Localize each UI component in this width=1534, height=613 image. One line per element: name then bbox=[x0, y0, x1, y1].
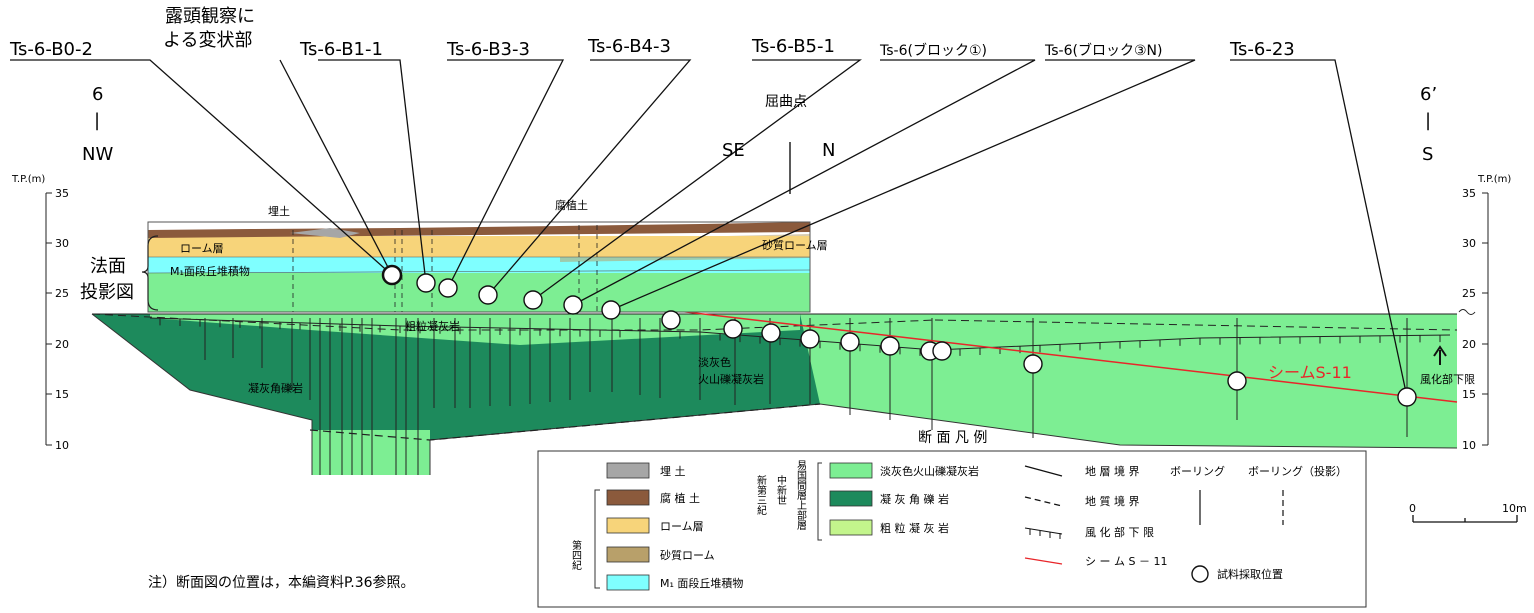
legend-m1: M₁ 面段丘堆積物 bbox=[660, 576, 743, 590]
label-coarse-tuff: 粗粒凝灰岩 bbox=[405, 319, 460, 333]
label-humus: 腐植土 bbox=[555, 198, 588, 212]
legend-light-tuff: 淡灰色火山礫凝灰岩 bbox=[880, 464, 979, 478]
legend-title: 断 面 凡 例 bbox=[918, 430, 987, 446]
slope-loam-layer bbox=[148, 236, 810, 257]
section-right-bar: | bbox=[1425, 110, 1431, 131]
legend-formation: 易国間層上部層 bbox=[795, 460, 807, 530]
scale-bar bbox=[1412, 515, 1518, 523]
bend-n-label: N bbox=[822, 140, 835, 161]
bend-point-label: 屈曲点 bbox=[765, 94, 807, 110]
slope-title-2: 投影図 bbox=[80, 282, 134, 303]
tp-unit-left: T.P.(m) bbox=[11, 174, 45, 185]
slope-humus-layer bbox=[148, 222, 810, 238]
label-weathering: 風化部下限 bbox=[1420, 372, 1475, 386]
outcrop-label-1: 露頭観察に bbox=[165, 6, 255, 27]
legend-swatches bbox=[606, 462, 873, 591]
legend-fill: 埋 土 bbox=[660, 465, 686, 478]
legend-seam: シ ー ム S － 11 bbox=[1085, 555, 1167, 568]
legend-loam: ローム層 bbox=[660, 520, 704, 533]
section-left-bar: | bbox=[94, 110, 100, 131]
tick-left-10: 10 bbox=[55, 439, 69, 452]
section-right-number: 6’ bbox=[1420, 84, 1437, 105]
legend-coarse-tuff: 粗 粒 凝 灰 岩 bbox=[880, 521, 949, 535]
sample-label-b0-2: Ts-6-B0-2 bbox=[9, 39, 93, 60]
legend-sample-position: 試料採取位置 bbox=[1217, 567, 1283, 581]
section-left-direction: NW bbox=[82, 144, 113, 165]
legend-humus: 腐 植 土 bbox=[660, 491, 700, 505]
sample-label-block3n: Ts-6(ブロック③N) bbox=[1044, 42, 1162, 59]
position-note: 注）断面図の位置は，本編資料P.36参照。 bbox=[148, 574, 415, 591]
legend-miocene: 中新世 bbox=[775, 474, 787, 505]
tick-left-25: 25 bbox=[55, 287, 69, 300]
sample-label-23: Ts-6-23 bbox=[1229, 39, 1295, 60]
label-fill: 埋土 bbox=[268, 205, 290, 218]
tick-left-20: 20 bbox=[55, 338, 69, 351]
tuff-breccia-body bbox=[92, 314, 820, 475]
tick-right-35: 35 bbox=[1462, 187, 1476, 200]
sample-label-b4-3: Ts-6-B4-3 bbox=[587, 36, 671, 57]
section-left-number: 6 bbox=[92, 84, 103, 105]
tp-unit-right: T.P.(m) bbox=[1477, 174, 1511, 185]
label-sandy-loam: 砂質ローム層 bbox=[762, 238, 828, 252]
scale-zero: 0 bbox=[1409, 502, 1416, 515]
tick-right-25: 25 bbox=[1462, 287, 1476, 300]
sample-label-b3-3: Ts-6-B3-3 bbox=[446, 39, 530, 60]
legend-sandy-loam: 砂質ローム bbox=[660, 548, 715, 562]
tick-left-15: 15 bbox=[55, 388, 69, 401]
label-loam: ローム層 bbox=[180, 242, 224, 255]
legend-boring: ボーリング bbox=[1170, 464, 1225, 478]
sample-points bbox=[381, 264, 1417, 407]
legend-quaternary: 第四紀 bbox=[570, 539, 582, 570]
slope-light-tuff bbox=[148, 270, 810, 312]
tick-left-30: 30 bbox=[55, 237, 69, 250]
label-m1: M₁面段丘堆積物 bbox=[170, 264, 250, 278]
legend-box bbox=[537, 450, 1367, 608]
legend-boring-projected: ボーリング（投影） bbox=[1248, 464, 1347, 478]
sample-label-b1-1: Ts-6-B1-1 bbox=[299, 39, 383, 60]
tick-right-10: 10 bbox=[1462, 439, 1476, 452]
sample-label-b5-1: Ts-6-B5-1 bbox=[751, 36, 835, 57]
tick-right-20: 20 bbox=[1462, 338, 1476, 351]
label-light-tuff-2: 火山礫凝灰岩 bbox=[698, 372, 764, 386]
tick-right-15: 15 bbox=[1462, 388, 1476, 401]
label-breccia: 凝灰角礫岩 bbox=[248, 381, 303, 395]
slope-title-1: 法面 bbox=[90, 256, 126, 277]
legend-breccia: 凝 灰 角 礫 岩 bbox=[880, 492, 949, 506]
tp-axis-right bbox=[1482, 192, 1489, 446]
legend-weathering-limit: 風 化 部 下 限 bbox=[1085, 525, 1154, 539]
sample-leaders bbox=[10, 59, 1408, 398]
bend-se-label: SE bbox=[722, 140, 745, 161]
legend-tertiary: 新第三紀 bbox=[755, 474, 767, 515]
legend-formation-boundary: 地 層 境 界 bbox=[1085, 464, 1140, 478]
tick-right-30: 30 bbox=[1462, 237, 1476, 250]
label-light-tuff-1: 淡灰色 bbox=[698, 355, 731, 369]
sample-label-block1: Ts-6(ブロック①) bbox=[879, 42, 987, 59]
tick-left-35: 35 bbox=[55, 187, 69, 200]
section-right-direction: S bbox=[1422, 144, 1433, 165]
scale-ten: 10m bbox=[1502, 502, 1527, 515]
label-seam: シームS-11 bbox=[1268, 363, 1352, 382]
legend-geologic-boundary: 地 質 境 界 bbox=[1085, 494, 1140, 508]
outcrop-label-2: よる変状部 bbox=[163, 30, 252, 51]
tp-axis-left bbox=[45, 192, 52, 446]
